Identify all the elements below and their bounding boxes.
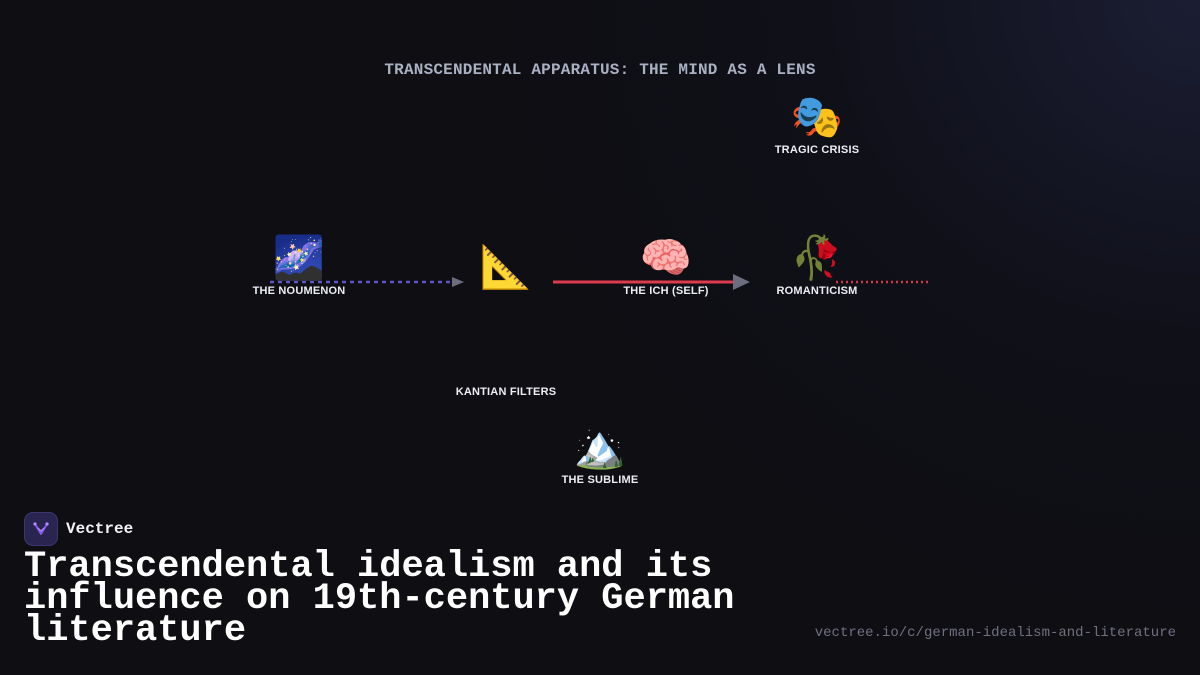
snow-capped-mountain-icon: 🏔️ bbox=[573, 422, 627, 471]
node-label-romanticism: ROMANTICISM bbox=[776, 285, 858, 297]
edge-filters-arrowhead bbox=[733, 274, 750, 290]
node-label-ich-self: THE ICH (SELF) bbox=[623, 285, 709, 297]
headline: Transcendental idealism and its influenc… bbox=[24, 546, 735, 652]
diagram-title: TRANSCENDENTAL APPARATUS: THE MIND AS A … bbox=[384, 61, 816, 79]
node-romanticism: 🥀 ROMANTICISM bbox=[737, 233, 897, 297]
vectree-logo-icon bbox=[24, 512, 58, 546]
wilted-flower-icon: 🥀 bbox=[790, 233, 844, 282]
milky-way-icon: 🌌 bbox=[272, 233, 326, 282]
performing-arts-icon: 🎭 bbox=[790, 92, 844, 141]
node-label-kantian-filters: KANTIAN FILTERS bbox=[455, 386, 557, 398]
node-label-the-sublime: THE SUBLIME bbox=[561, 474, 639, 486]
node-the-noumenon: 🌌 THE NOUMENON bbox=[219, 233, 379, 297]
brand-name: Vectree bbox=[66, 520, 134, 538]
node-label-tragic-crisis: TRAGIC CRISIS bbox=[774, 144, 860, 156]
node-tragic-crisis: 🎭 TRAGIC CRISIS bbox=[737, 92, 897, 156]
node-kantian-filters: 📐 bbox=[426, 242, 586, 292]
node-label-noumenon: THE NOUMENON bbox=[252, 285, 346, 297]
brain-icon: 🧠 bbox=[639, 233, 693, 282]
edge-noumenon-arrowhead bbox=[452, 277, 464, 287]
source-url[interactable]: vectree.io/c/german-idealism-and-literat… bbox=[814, 625, 1176, 641]
node-kantian-filters-caption: KANTIAN FILTERS bbox=[426, 384, 586, 398]
node-the-ich-self: 🧠 THE ICH (SELF) bbox=[586, 233, 746, 297]
node-the-sublime: 🏔️ THE SUBLIME bbox=[520, 422, 680, 486]
triangular-ruler-icon: 📐 bbox=[479, 242, 533, 291]
brand: Vectree bbox=[24, 512, 133, 546]
